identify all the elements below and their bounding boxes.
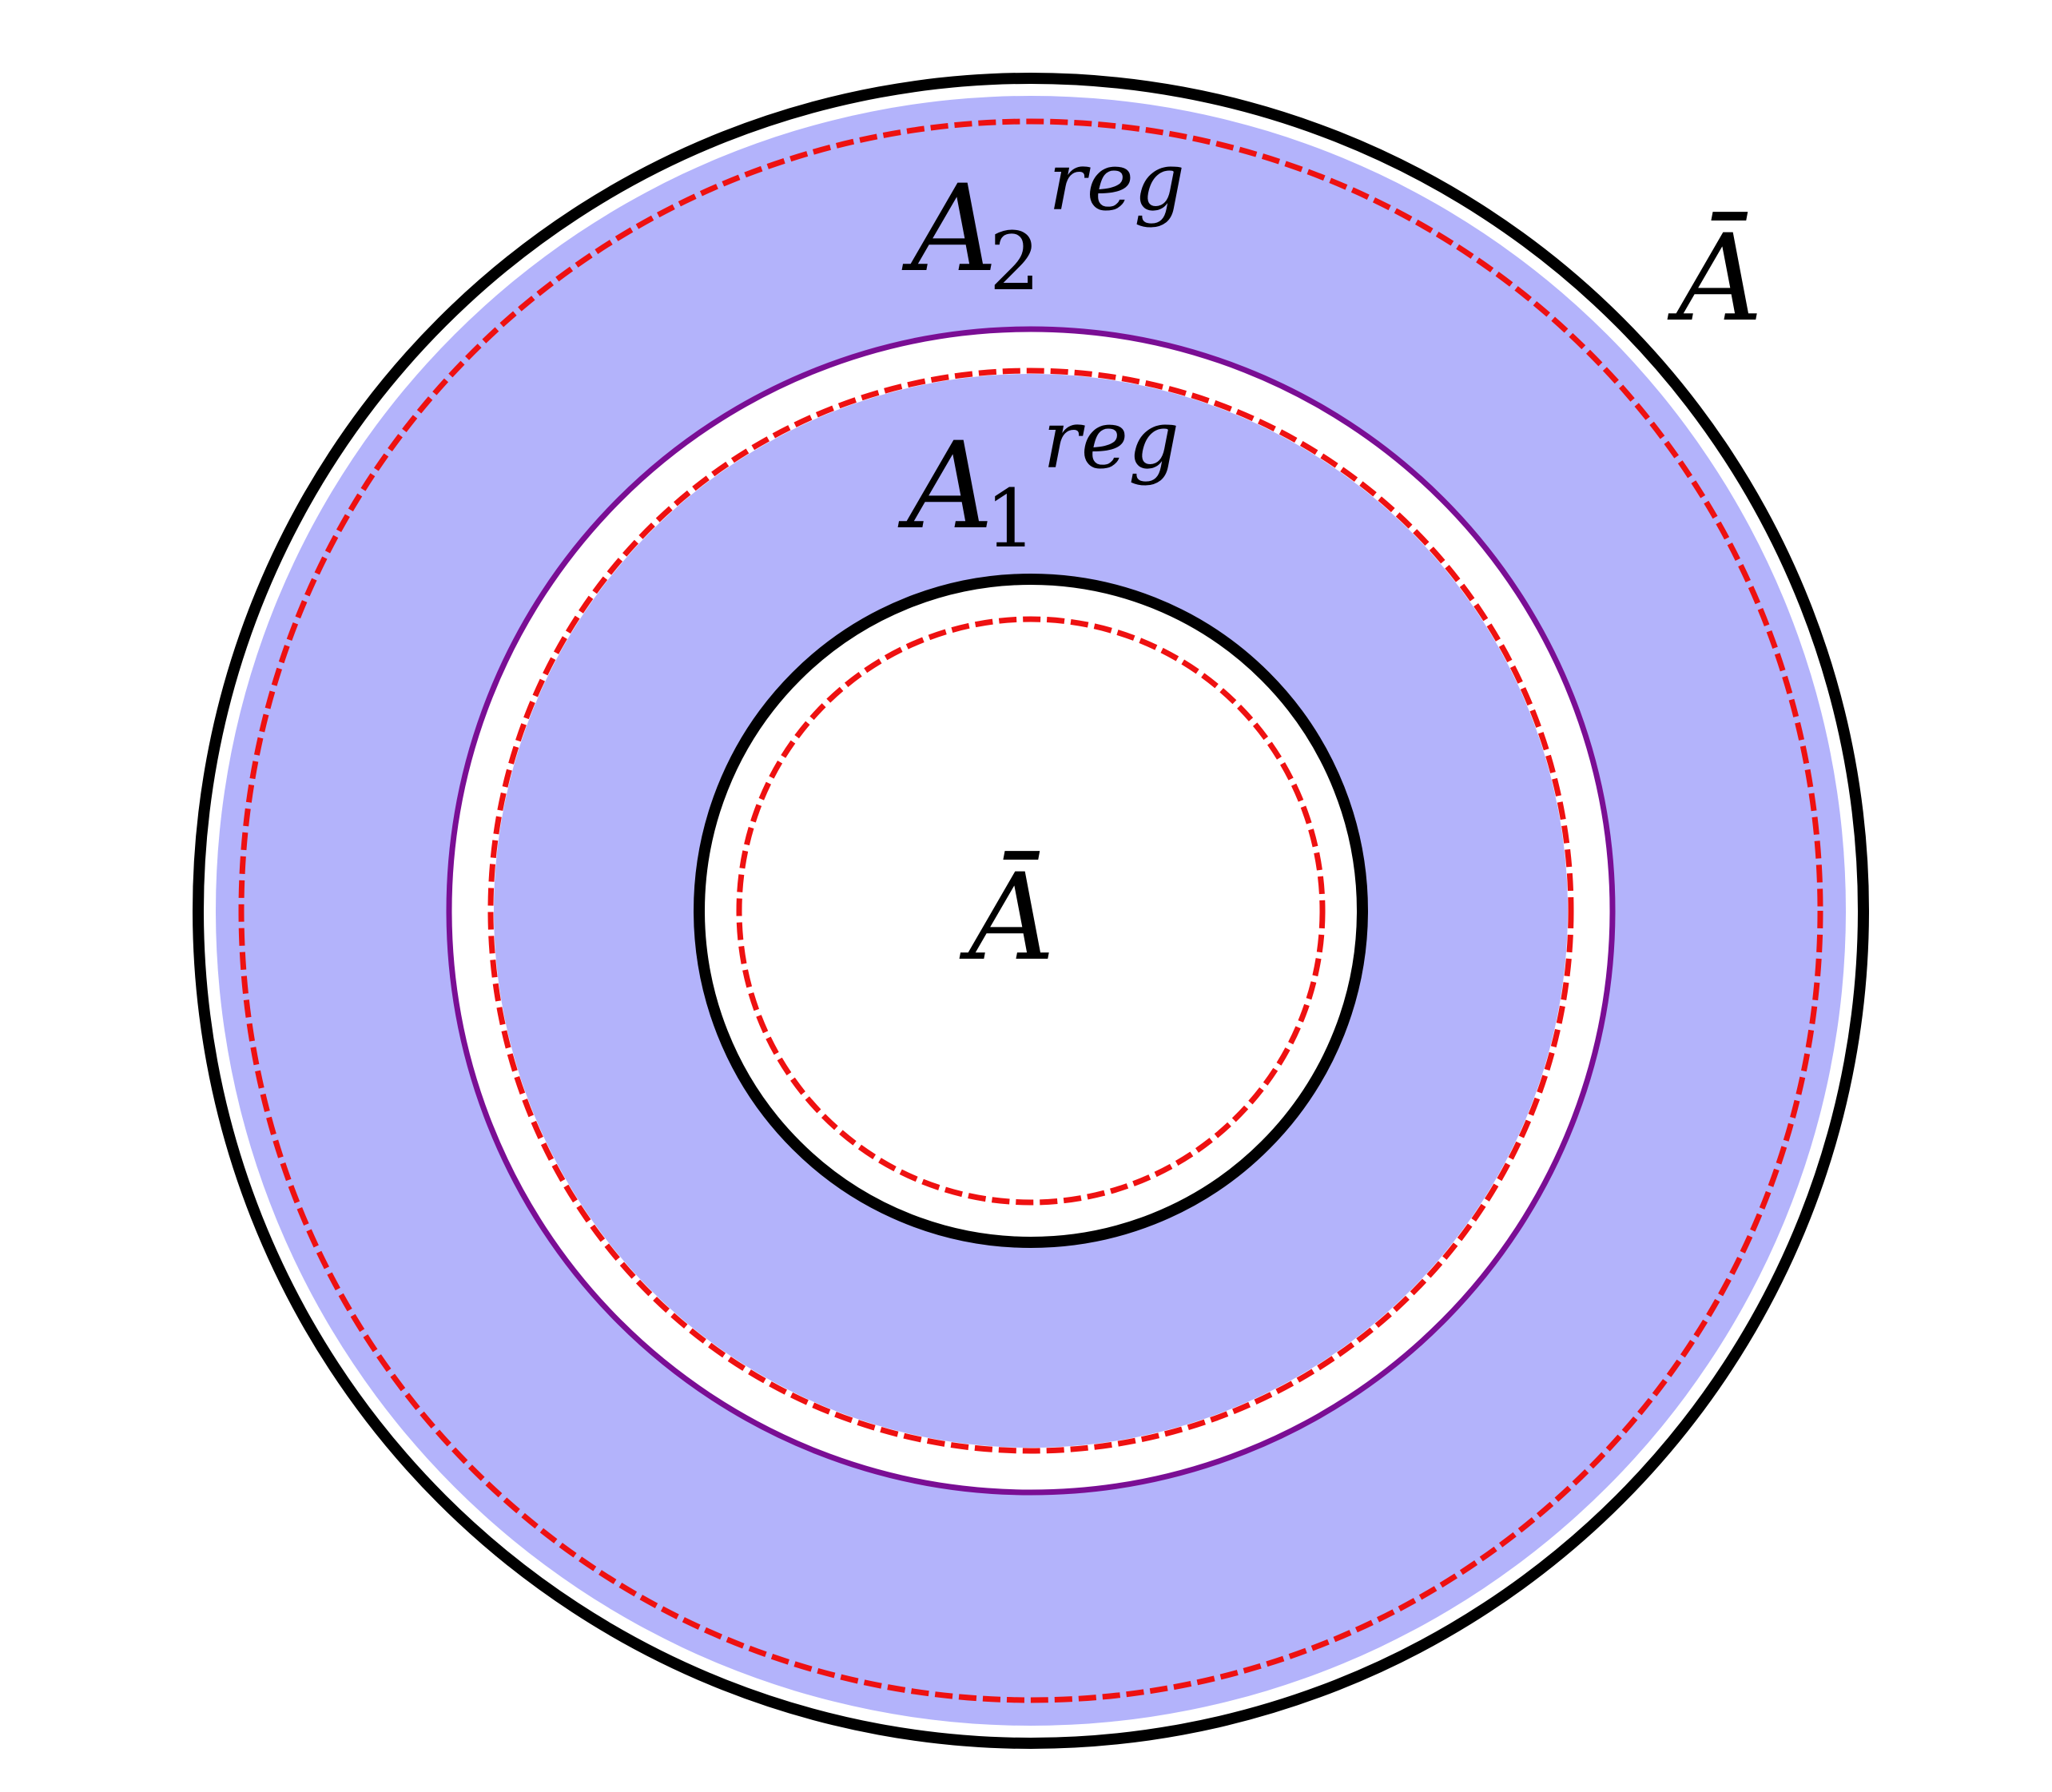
label-a2-reg: A 2 reg <box>901 135 1185 308</box>
label-a1-reg: A 1 reg <box>897 393 1179 566</box>
inner-black-boundary <box>694 574 1368 1248</box>
label-abar-inner: Ā <box>959 848 1055 987</box>
label-a2-sub: 2 <box>989 215 1040 308</box>
purple-boundary <box>446 326 1616 1496</box>
middle-red-dashed-boundary <box>487 368 1574 1454</box>
inner-red-dashed-boundary <box>736 616 1326 1206</box>
label-abar-outer: Ā <box>1667 209 1763 348</box>
label-a1-sup: reg <box>1043 393 1179 487</box>
label-a1-sub: 1 <box>985 472 1036 566</box>
label-a1-main: A <box>897 417 993 556</box>
outer-red-dashed-boundary <box>238 118 1823 1703</box>
inner-abar-disk <box>703 583 1358 1238</box>
label-a2-sup: reg <box>1048 135 1185 228</box>
label-a2-main: A <box>901 160 997 299</box>
outer-black-boundary <box>193 73 1869 1749</box>
